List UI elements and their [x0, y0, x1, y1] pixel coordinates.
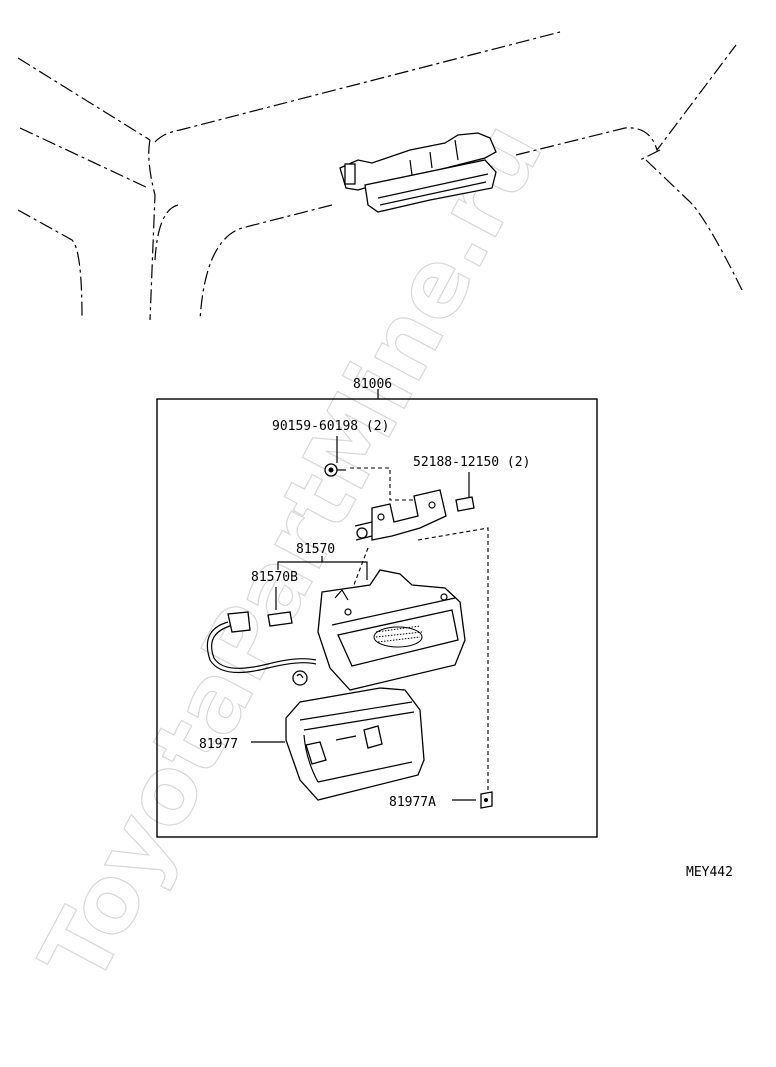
- grommet-part: [292, 670, 308, 686]
- clip-part: [480, 791, 493, 809]
- label-81977a: 81977A: [389, 795, 436, 810]
- label-81570: 81570: [296, 542, 335, 557]
- bracket-part: [354, 489, 447, 541]
- cover-part: [285, 687, 425, 801]
- assembly-frame: [156, 398, 598, 838]
- vehicle-body-outline: [17, 31, 743, 321]
- label-90159-60198: 90159-60198 (2): [272, 419, 389, 434]
- label-81006: 81006: [353, 377, 392, 392]
- watermark-text: ToyotaPartMine.ru: [20, 106, 563, 1000]
- label-52188-12150: 52188-12150 (2): [413, 455, 530, 470]
- label-81977: 81977: [199, 737, 238, 752]
- socket-and-wire: [206, 611, 317, 674]
- drawing-code: MEY442: [686, 865, 733, 880]
- screw-part: [324, 463, 346, 477]
- bulb-part: [267, 611, 293, 627]
- installed-lamp-illustration: [339, 132, 497, 213]
- nut-part: [455, 496, 475, 512]
- lamp-body-part: [317, 569, 466, 691]
- label-81570b: 81570B: [251, 570, 298, 585]
